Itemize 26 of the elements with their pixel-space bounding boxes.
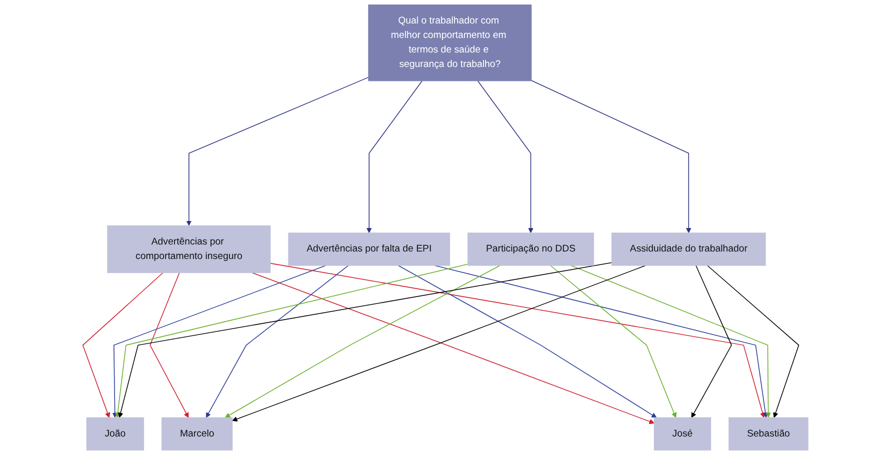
arrow xyxy=(270,262,765,418)
node-box: Participação no DDS xyxy=(467,232,594,266)
arrow xyxy=(118,262,612,418)
node-box: João xyxy=(86,417,144,450)
node-box: Marcelo xyxy=(161,417,232,450)
node-box: Qual o trabalhador com melhor comportamento em termos de saúde e segurança do trabalho? xyxy=(368,4,532,82)
arrow xyxy=(570,265,770,418)
arrow xyxy=(530,80,691,234)
arrow xyxy=(149,272,188,418)
arrow xyxy=(366,80,422,234)
arrow xyxy=(690,265,732,418)
node-box: Advertências por comportamento inseguro xyxy=(106,225,270,274)
arrow xyxy=(476,80,533,234)
arrow xyxy=(186,76,368,226)
arrow xyxy=(112,265,326,418)
arrow xyxy=(114,264,468,418)
node-box: Assiduidade do trabalhador xyxy=(611,232,766,266)
arrow xyxy=(397,265,656,418)
arrow xyxy=(82,272,163,418)
node-box: Advertências por falta de EPI xyxy=(288,232,450,266)
node-box: José xyxy=(653,417,711,450)
arrow xyxy=(205,265,348,418)
arrow xyxy=(550,265,676,418)
arrow xyxy=(706,265,799,418)
arrow xyxy=(224,265,500,418)
node-box: Sebastião xyxy=(728,417,808,450)
